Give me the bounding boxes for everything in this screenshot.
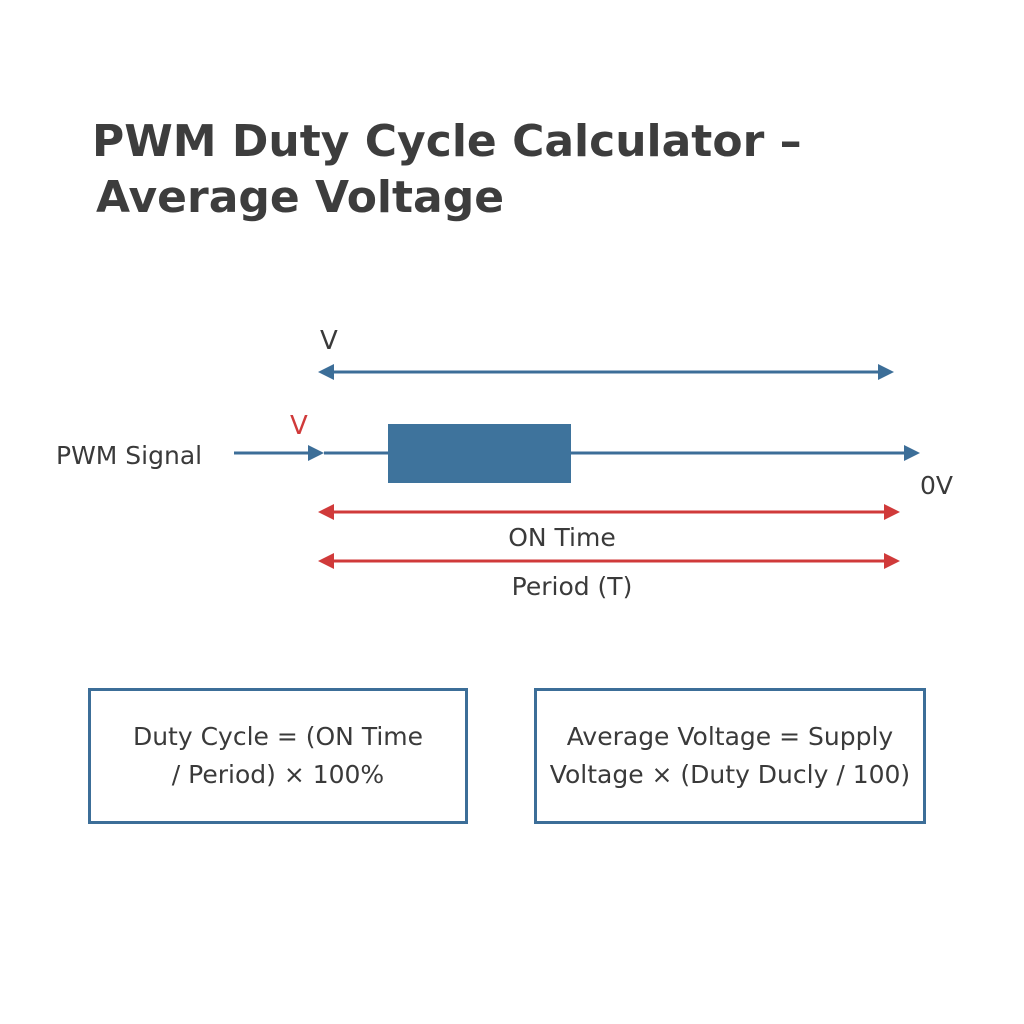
top-voltage-label: V (320, 326, 338, 356)
average-voltage-formula-box: Average Voltage = Supply Voltage × (Duty… (534, 688, 926, 824)
pwm-diagram: V PWM Signal V 0V ON Time Period (T) (56, 326, 953, 601)
zero-voltage-label: 0V (920, 471, 953, 500)
average-voltage-formula-line-2: Voltage × (Duty Ducly / 100) (549, 760, 911, 789)
duty-cycle-formula-line-2: / Period) × 100% (171, 760, 385, 789)
voltage-span-arrow (318, 364, 894, 380)
signal-label: PWM Signal (56, 441, 202, 470)
duty-cycle-formula-box: Duty Cycle = (ON Time / Period) × 100% (88, 688, 468, 824)
pwm-pulse (388, 424, 571, 483)
on-time-arrow (318, 504, 900, 520)
high-voltage-label: V (290, 411, 308, 441)
average-voltage-formula: Average Voltage = Supply Voltage × (Duty… (550, 718, 910, 794)
average-voltage-formula-line-1: Average Voltage = Supply (566, 722, 894, 751)
period-label: Period (T) (512, 572, 633, 601)
title-line-2: Average Voltage (96, 172, 505, 223)
page-title: PWM Duty Cycle Calculator – Average Volt… (92, 114, 852, 226)
period-arrow (318, 553, 900, 569)
title-line-1: PWM Duty Cycle Calculator – (92, 116, 802, 167)
signal-input-arrow (234, 445, 324, 461)
on-time-label: ON Time (508, 523, 616, 552)
duty-cycle-formula: Duty Cycle = (ON Time / Period) × 100% (133, 718, 423, 794)
duty-cycle-formula-line-1: Duty Cycle = (ON Time (132, 722, 424, 751)
